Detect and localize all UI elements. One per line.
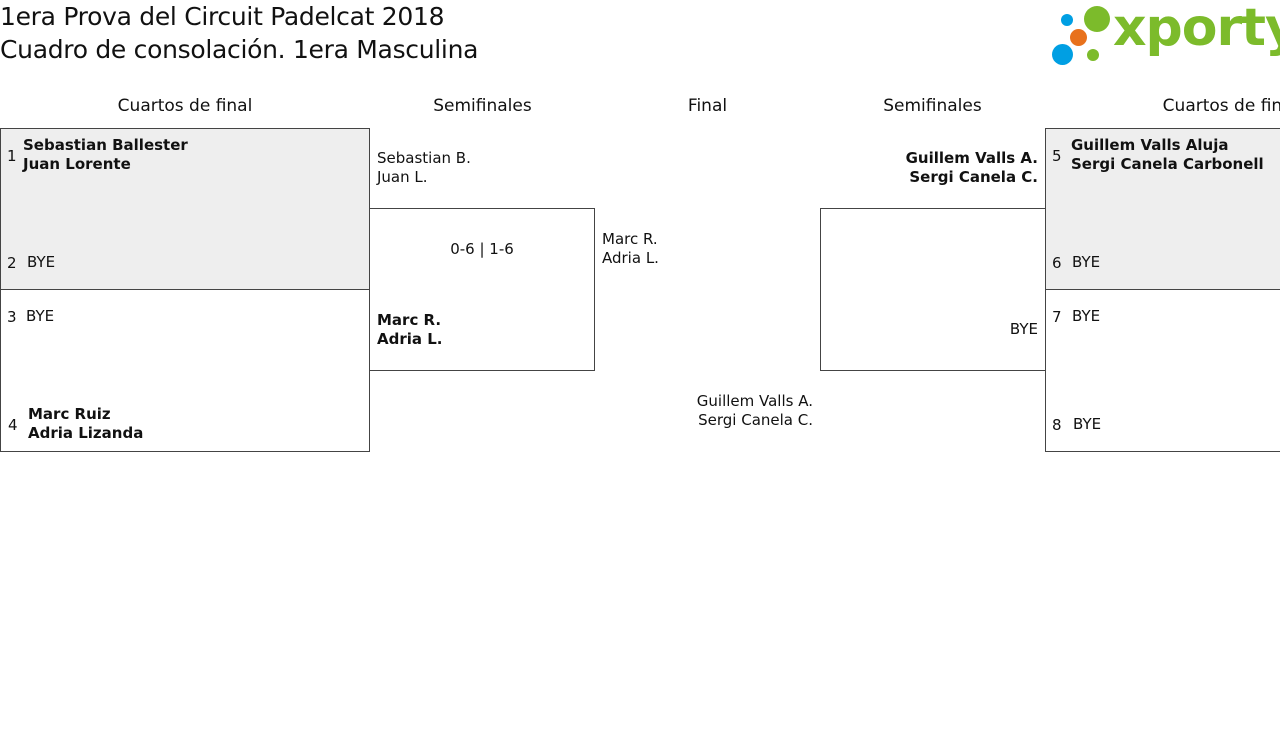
player-name[interactable]: Sergi Canela C. bbox=[698, 411, 813, 429]
xporty-logo[interactable]: xporty bbox=[1050, 0, 1280, 68]
logo-dot-orange-icon bbox=[1070, 29, 1087, 46]
player-name[interactable]: Juan L. bbox=[377, 168, 428, 186]
player-name[interactable]: Sebastian B. bbox=[377, 149, 471, 167]
bye-label: BYE bbox=[1072, 307, 1101, 325]
player-name[interactable]: Guillem Valls A. bbox=[905, 149, 1038, 167]
sf-match-left[interactable] bbox=[369, 208, 595, 371]
column-header-qf-right: Cuartos de final bbox=[1162, 96, 1280, 116]
bye-label: BYE bbox=[1009, 320, 1038, 338]
bye-label: BYE bbox=[26, 307, 55, 325]
column-header-sf-right: Semifinales bbox=[883, 96, 982, 116]
match-score: 0-6 | 1-6 bbox=[450, 240, 514, 258]
logo-dot-blue-icon bbox=[1052, 44, 1073, 65]
player-name[interactable]: Sebastian Ballester bbox=[23, 136, 188, 154]
player-name[interactable]: Guillem Valls Aluja bbox=[1071, 136, 1229, 154]
player-name[interactable]: Sergi Canela C. bbox=[909, 168, 1038, 186]
qf-match-left-1[interactable] bbox=[0, 128, 370, 290]
player-name[interactable]: Marc R. bbox=[602, 230, 658, 248]
page-title: 1era Prova del Circuit Padelcat 2018 bbox=[0, 2, 445, 31]
player-name[interactable]: Adria L. bbox=[377, 330, 443, 348]
bye-label: BYE bbox=[1072, 253, 1101, 271]
sf-match-right[interactable] bbox=[820, 208, 1046, 371]
column-header-sf-left: Semifinales bbox=[433, 96, 532, 116]
seed-number: 7 bbox=[1052, 308, 1062, 326]
qf-match-right-2[interactable] bbox=[1045, 289, 1280, 452]
player-name[interactable]: Marc R. bbox=[377, 311, 442, 329]
bye-label: BYE bbox=[1073, 415, 1102, 433]
logo-wordmark: xporty bbox=[1113, 0, 1280, 58]
logo-dot-green-icon bbox=[1084, 6, 1110, 32]
seed-number: 4 bbox=[8, 416, 18, 434]
seed-number: 1 bbox=[7, 147, 17, 165]
seed-number: 3 bbox=[7, 308, 17, 326]
player-name[interactable]: Adria Lizanda bbox=[28, 424, 144, 442]
bye-label: BYE bbox=[27, 253, 56, 271]
player-name[interactable]: Sergi Canela Carbonell bbox=[1071, 155, 1264, 173]
seed-number: 5 bbox=[1052, 147, 1062, 165]
seed-number: 8 bbox=[1052, 416, 1062, 434]
qf-match-right-1[interactable] bbox=[1045, 128, 1280, 290]
seed-number: 2 bbox=[7, 254, 17, 272]
logo-dot-green-small-icon bbox=[1087, 49, 1099, 61]
player-name[interactable]: Marc Ruiz bbox=[28, 405, 111, 423]
player-name[interactable]: Adria L. bbox=[602, 249, 659, 267]
column-header-qf-left: Cuartos de final bbox=[117, 96, 253, 116]
seed-number: 6 bbox=[1052, 254, 1062, 272]
player-name[interactable]: Guillem Valls A. bbox=[696, 392, 813, 410]
logo-dot-blue-small-icon bbox=[1061, 14, 1073, 26]
page-subtitle: Cuadro de consolación. 1era Masculina bbox=[0, 35, 479, 64]
column-header-final: Final bbox=[687, 96, 728, 116]
player-name[interactable]: Juan Lorente bbox=[23, 155, 131, 173]
